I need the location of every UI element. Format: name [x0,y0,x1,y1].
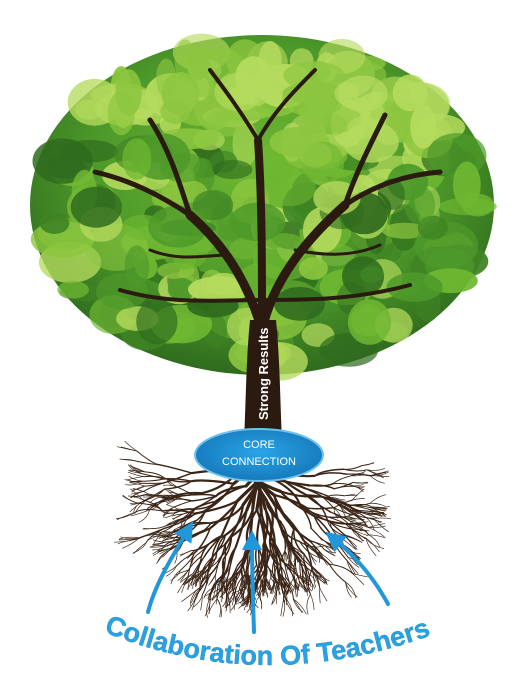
leaf-cluster [71,187,122,228]
leaf-cluster [259,41,282,79]
root-strand [145,483,164,491]
root-strand [306,508,334,509]
leaf-cluster [116,69,142,116]
root-strand [311,594,315,609]
root-strand [373,518,391,519]
bottom-caption-text: Collaboration Of Teachers [101,609,433,671]
leaf-cluster [40,213,70,234]
leaf-cluster [192,57,214,98]
root-strand [137,451,157,464]
leaf-cluster [61,140,118,163]
root-strand [157,464,192,473]
root-strand [370,495,386,504]
trunk-label: Strong Results [256,328,271,420]
root-strand [373,518,388,531]
root-strand [362,463,374,466]
leaf-cluster [305,86,326,127]
root-strand [344,466,362,470]
leaf-cluster [335,82,359,105]
root-strand [174,497,192,501]
root-strand [329,564,345,582]
root-strand [322,540,333,545]
root-strand [351,486,364,487]
root-strand [281,599,284,616]
leaf-cluster [453,162,481,209]
tree-trunk: Strong Results [244,320,282,440]
root-strand [320,588,327,601]
root-strand [370,476,385,484]
root-strand [369,535,380,547]
core-label-line1: CORE [243,439,275,451]
root-strand [333,476,351,484]
root-strand [193,495,216,497]
root-strand [310,485,334,489]
root-strand [144,479,163,481]
root-strand [157,552,167,563]
up-arrow-icon [252,540,254,632]
core-label-line2: CONNECTION [222,456,296,468]
leaf-cluster [299,257,328,280]
root-strand [174,501,192,507]
root-strand [176,553,194,566]
root-strand [370,503,386,506]
root-strand [225,505,243,544]
leaf-cluster [404,186,435,225]
root-strand [226,548,236,572]
leaf-cluster [122,138,151,180]
leaf-cluster [322,114,347,135]
leaf-cluster [410,105,436,149]
root-strand [307,594,311,614]
leaf-cluster [156,59,176,98]
leaf-cluster [274,287,325,321]
leaf-cluster [212,160,252,179]
leaf-cluster [348,299,391,345]
root-strand [131,491,144,498]
root-strand [366,539,376,556]
root-strand [311,528,322,539]
root-strand [328,495,344,496]
root-strand [367,468,385,470]
leaf-cluster [299,142,332,167]
leaf-cluster [57,281,89,298]
root-strand [182,591,196,602]
leaf-cluster [263,169,316,206]
root-strand [320,588,321,603]
core-connection: CORE CONNECTION [195,429,323,481]
bottom-caption: Collaboration Of Teachers [101,609,433,671]
root-strand [144,528,159,529]
leaf-cluster [136,299,177,344]
leaf-cluster [160,153,208,183]
leaf-cluster [360,266,383,282]
root-strand [256,544,258,565]
leaf-cluster [160,99,190,123]
